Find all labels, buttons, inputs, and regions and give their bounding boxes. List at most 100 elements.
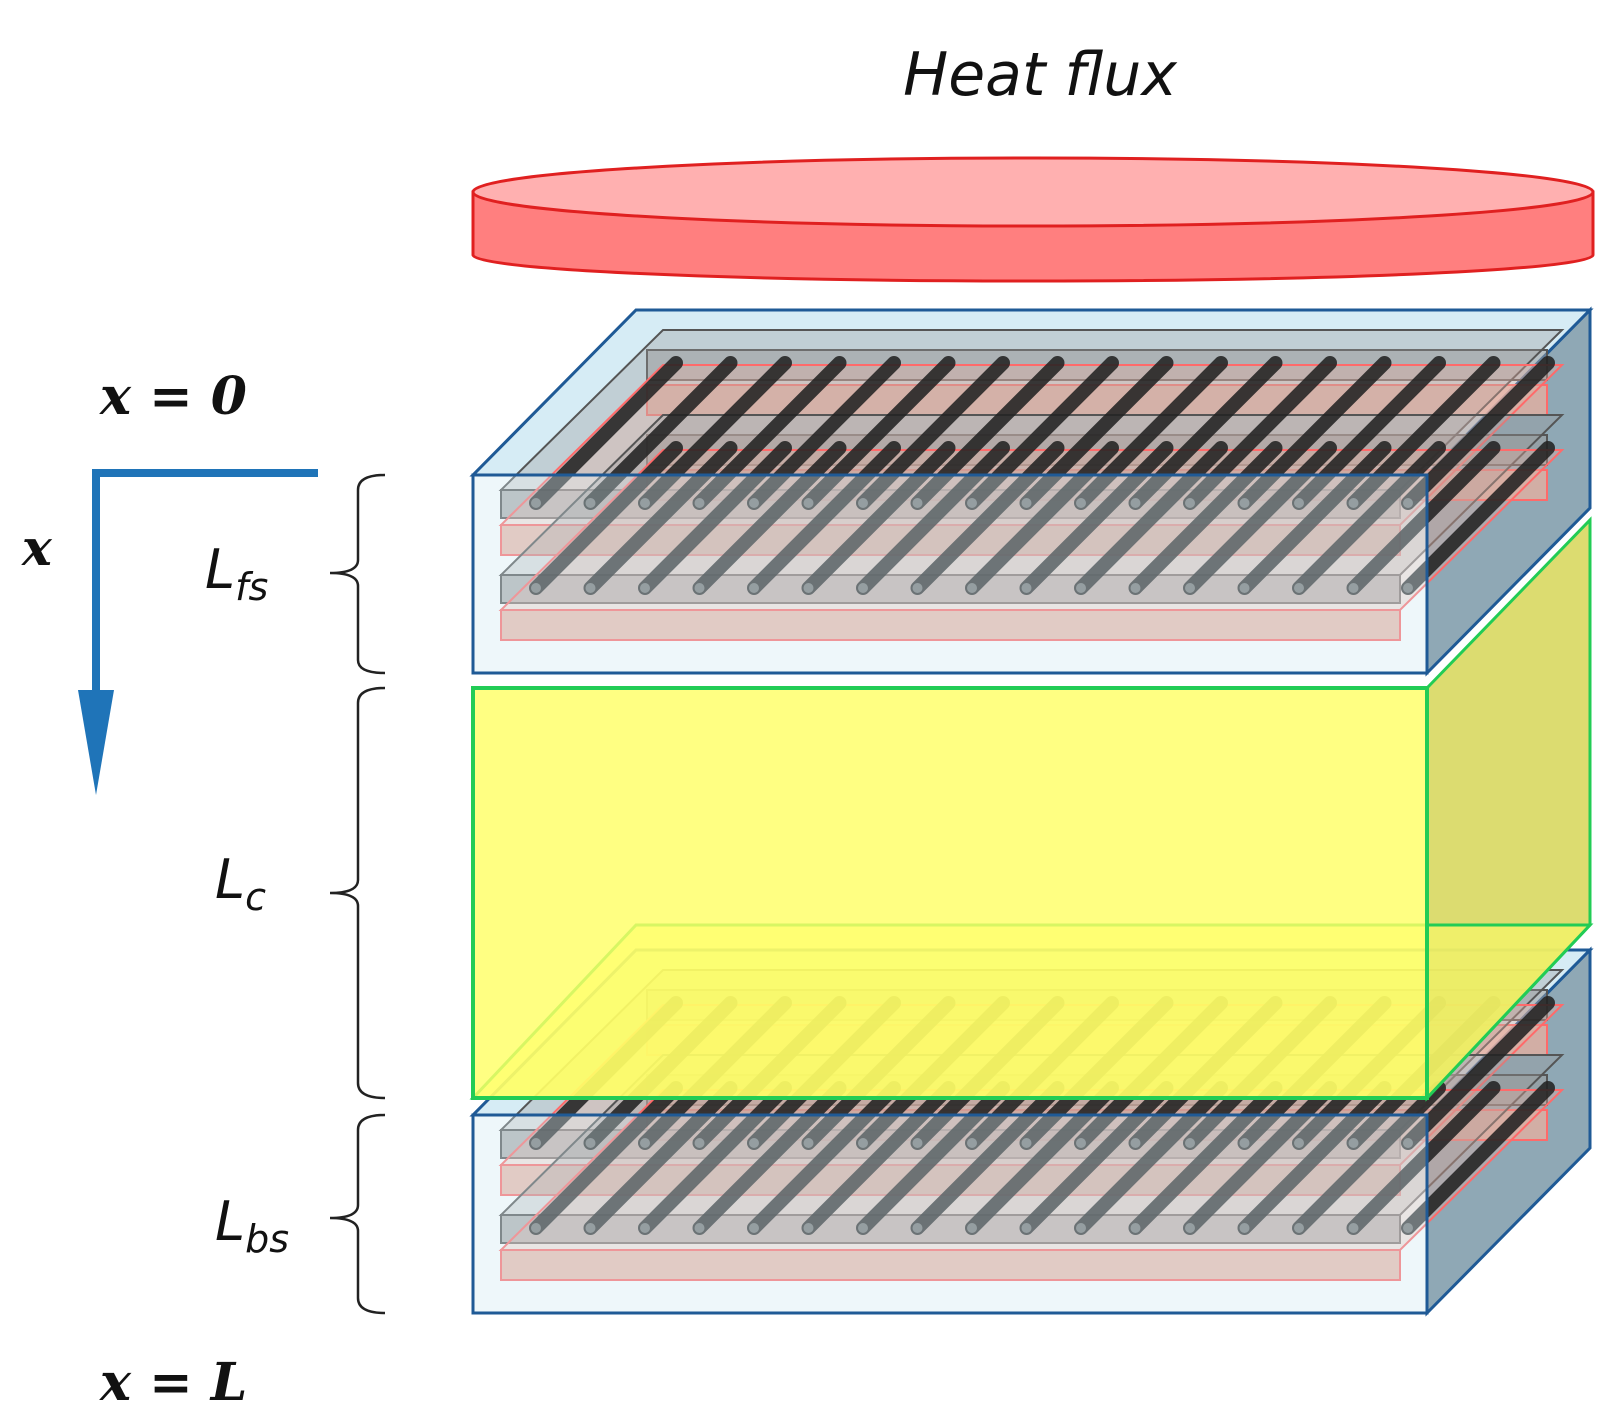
fiber-rod [529, 1081, 683, 1235]
fiber-rod [856, 356, 1010, 510]
fiber-rod-end [1294, 498, 1304, 508]
fiber-rod [1183, 356, 1337, 510]
fiber-rod [910, 441, 1065, 595]
fiber-rod-end [531, 1223, 541, 1233]
back-skin-thickness-label: Lbs [215, 1190, 289, 1261]
fiber-rod-end [585, 1223, 596, 1233]
fiber-rod-end [1239, 583, 1250, 593]
fiber-rod [801, 441, 956, 595]
fiber-rod-end [749, 1138, 759, 1148]
fiber-rod [1019, 356, 1174, 510]
fiber-rod-end [531, 498, 541, 508]
fiber-rod-end [1021, 583, 1032, 593]
fiber-rod [801, 356, 956, 510]
fiber-rod-end [1076, 498, 1086, 508]
fiber-rod [1401, 356, 1555, 510]
front-fiber-rods [529, 356, 1555, 595]
fiber-rod-end [803, 498, 814, 508]
fiber-rod-end [749, 1223, 759, 1233]
core-brace [329, 686, 386, 1100]
fiber-rod [1401, 441, 1555, 595]
fiber-rod-end [858, 1138, 868, 1148]
fiber-rod-end [694, 1223, 705, 1233]
fiber-rod [1183, 1081, 1337, 1235]
fiber-rod-end [1348, 1223, 1359, 1233]
fiber-rod-end [1239, 1223, 1250, 1233]
fiber-rod [910, 356, 1065, 510]
fiber-rod-end [1294, 1223, 1304, 1233]
fiber-rod [747, 356, 901, 510]
fiber-rod [529, 441, 683, 595]
fiber-rod-end [1403, 1223, 1413, 1233]
fiber-rod [1183, 441, 1337, 595]
fiber-rod [583, 441, 738, 595]
x-axis-arrow [78, 469, 318, 795]
bottom-position-label: x = L [99, 1352, 247, 1413]
fiber-rod [692, 441, 847, 595]
fiber-rod [692, 356, 847, 510]
fiber-rod [1292, 1081, 1446, 1235]
fiber-rod-end [531, 583, 541, 593]
fiber-rod [1401, 1081, 1555, 1235]
fiber-rod-end [1185, 583, 1195, 593]
fiber-rod-end [1239, 1138, 1250, 1148]
fiber-rod-end [1239, 498, 1250, 508]
fiber-rod [1128, 1081, 1283, 1235]
fiber-rod [1346, 1081, 1501, 1235]
fiber-rod-end [967, 1223, 977, 1233]
fiber-rod-end [858, 498, 868, 508]
fiber-rod-end [694, 583, 705, 593]
fiber-rod-end [1185, 498, 1195, 508]
fiber-rod-end [1403, 583, 1413, 593]
fiber-rod [1128, 356, 1283, 510]
fiber-rod-end [694, 498, 705, 508]
fiber-rod-end [967, 498, 977, 508]
fiber-rod-end [1403, 498, 1413, 508]
fiber-rod-end [1403, 1138, 1413, 1148]
fiber-rod [801, 1081, 956, 1235]
core-thickness-label: Lc [215, 848, 266, 919]
fiber-rod [1292, 441, 1446, 595]
fiber-rod-end [858, 1223, 868, 1233]
fiber-rod-end [640, 583, 650, 593]
fiber-rod [1237, 441, 1392, 595]
fiber-rod-end [858, 583, 868, 593]
fiber-rod [1128, 441, 1283, 595]
fiber-rod-end [749, 583, 759, 593]
fiber-rod-end [912, 1138, 923, 1148]
fiber-rod [638, 1081, 792, 1235]
fiber-rod [965, 441, 1119, 595]
fiber-rod-end [912, 498, 923, 508]
fiber-rod [1346, 356, 1501, 510]
heat-source-disc [471, 156, 1595, 283]
fiber-rod [1074, 1081, 1228, 1235]
fiber-rod [529, 356, 683, 510]
fiber-rod [583, 356, 738, 510]
x-axis-label: x [21, 518, 53, 577]
fiber-rod [638, 441, 792, 595]
fiber-rod [1346, 441, 1501, 595]
fiber-rod-end [967, 1138, 977, 1148]
back-skin-brace [329, 1113, 386, 1315]
fiber-rod-end [912, 1223, 923, 1233]
fiber-rod-end [1348, 498, 1359, 508]
fiber-rod-end [694, 1138, 705, 1148]
fiber-rod [1237, 356, 1392, 510]
fiber-rod [910, 1081, 1065, 1235]
front-skin-brace [329, 473, 386, 675]
fiber-rod-end [1076, 1138, 1086, 1148]
fiber-rod-end [1076, 1223, 1086, 1233]
fiber-rod [747, 441, 901, 595]
fiber-rod [1019, 1081, 1174, 1235]
heat-flux-title: Heat flux [903, 40, 1177, 110]
fiber-rod-end [1294, 583, 1304, 593]
fiber-rod-end [803, 583, 814, 593]
fiber-rod-end [1185, 1138, 1195, 1148]
fiber-rod-end [749, 498, 759, 508]
fiber-rod [638, 356, 792, 510]
fiber-rod-end [912, 583, 923, 593]
fiber-rod-end [1021, 1223, 1032, 1233]
fiber-rod [1019, 441, 1174, 595]
fiber-rod [1074, 441, 1228, 595]
